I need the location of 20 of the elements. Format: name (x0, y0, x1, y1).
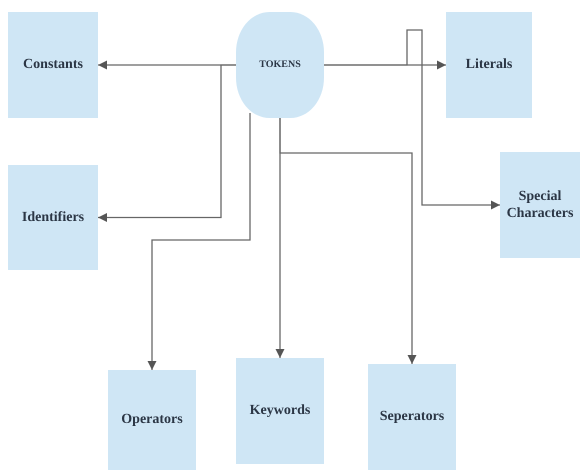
node-label: Literals (466, 56, 512, 74)
process-box (446, 12, 532, 118)
node-label: Keywords (250, 402, 310, 420)
process-box (8, 12, 98, 118)
arrow (147, 113, 251, 370)
process-box (8, 165, 98, 270)
process-box (236, 358, 324, 464)
process-box (108, 370, 196, 470)
node-label: Constants (23, 56, 83, 74)
node-label: TOKENS (259, 58, 301, 72)
node-label: Seperators (380, 408, 444, 426)
node-label: Operators (121, 411, 183, 429)
arrow (324, 29, 500, 210)
node-label: Special Characters (506, 188, 574, 222)
rounded-node (236, 12, 324, 118)
node-label: Identifiers (22, 208, 84, 226)
arrow (98, 64, 236, 222)
process-box (368, 364, 456, 470)
process-box (500, 152, 580, 258)
arrow (279, 118, 417, 364)
